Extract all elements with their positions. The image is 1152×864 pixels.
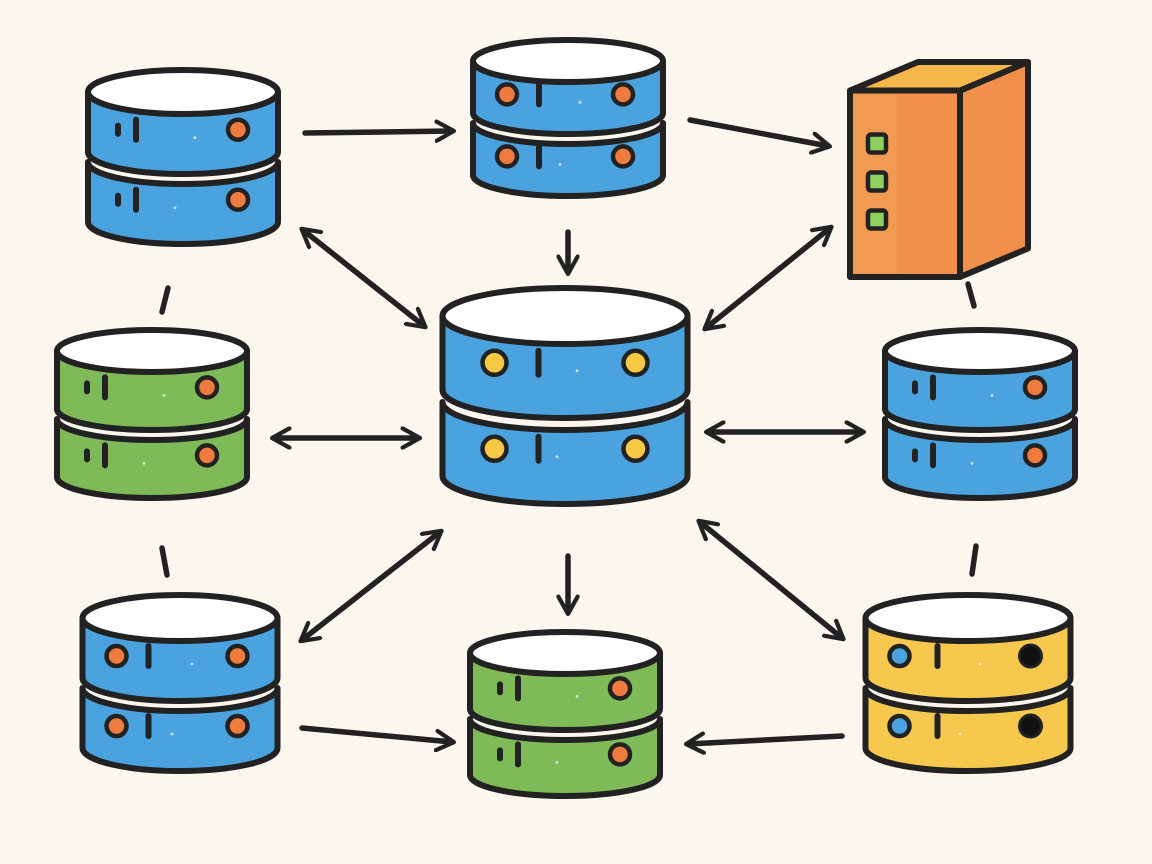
db-top-center	[470, 37, 666, 199]
connections-layer	[159, 117, 979, 744]
status-led	[104, 643, 129, 669]
disk-top	[467, 629, 663, 677]
database-icon	[439, 285, 691, 507]
disk-lower	[882, 416, 1078, 501]
status-led	[194, 443, 220, 468]
status-led	[480, 434, 509, 464]
link-line-db-mid-right-to-db-bottom-right	[969, 543, 979, 577]
db-bottom-left	[79, 592, 281, 774]
disk-lower	[862, 685, 1074, 774]
disk-top	[439, 285, 691, 347]
sparkle	[970, 461, 974, 465]
status-led	[494, 82, 520, 107]
database-icon	[54, 327, 250, 501]
db-top-left	[85, 67, 281, 247]
sparkle	[173, 206, 177, 210]
link-line-server-top-right-to-db-mid-right	[965, 281, 977, 309]
disk-top	[85, 67, 281, 117]
arrow-db-top-left-to-db-top-center	[302, 131, 452, 133]
disk-lower	[54, 416, 250, 501]
status-led	[225, 187, 251, 212]
sparkle	[162, 393, 166, 397]
status-led	[1018, 643, 1043, 669]
sparkle	[170, 732, 174, 736]
arrow-db-top-center-to-server-top-right	[687, 117, 828, 146]
db-mid-left	[54, 327, 250, 501]
status-led	[480, 348, 509, 378]
status-led	[607, 676, 633, 701]
sparkle	[575, 694, 579, 698]
nodes-layer	[54, 37, 1078, 799]
status-led	[225, 117, 251, 142]
status-led	[865, 132, 889, 155]
sparkle	[142, 461, 146, 465]
sparkle	[190, 662, 194, 666]
status-led	[865, 170, 889, 193]
sparkle	[990, 393, 994, 397]
arrow-db-bottom-right-to-db-bottom-center	[688, 736, 845, 744]
disk-top	[470, 37, 666, 85]
arrow-db-bottom-left-to-db-center-hub	[302, 532, 440, 640]
sparkle	[978, 662, 982, 666]
disk-lower	[470, 120, 666, 199]
arrow-db-center-hub-to-db-bottom-right	[700, 522, 842, 638]
server-side-face	[957, 59, 1031, 280]
sparkle	[555, 455, 559, 459]
disk-lower	[79, 685, 281, 774]
sparkle	[555, 760, 559, 764]
disk-top	[79, 592, 281, 644]
status-led	[607, 742, 633, 767]
sparkle	[193, 136, 197, 140]
disk-top	[862, 592, 1074, 644]
link-line-db-top-left-to-db-mid-left	[159, 285, 171, 315]
status-led	[225, 713, 250, 739]
status-led	[1022, 375, 1048, 400]
database-icon	[470, 37, 666, 199]
status-led	[887, 643, 912, 669]
status-led	[610, 144, 636, 169]
sparkle	[958, 732, 962, 736]
link-line-db-mid-left-to-db-bottom-left	[159, 545, 170, 578]
disk-top	[54, 327, 250, 375]
status-led	[1022, 443, 1048, 468]
server-top-right	[847, 59, 1031, 280]
status-led	[887, 713, 912, 739]
sparkle	[578, 100, 582, 104]
status-led	[225, 643, 250, 669]
disk-lower	[439, 399, 691, 507]
arrow-server-top-right-to-db-center-hub	[706, 228, 830, 328]
status-led	[494, 144, 520, 169]
disk-lower	[85, 159, 281, 247]
status-led	[865, 208, 889, 231]
arrow-db-bottom-left-to-db-bottom-center	[299, 725, 452, 742]
db-bottom-right	[862, 592, 1074, 774]
sparkle	[558, 162, 562, 166]
status-led	[104, 713, 129, 739]
db-mid-right	[882, 327, 1078, 501]
status-led	[194, 375, 220, 400]
database-icon	[79, 592, 281, 774]
sparkle	[575, 369, 579, 373]
status-led	[621, 434, 650, 464]
disk-lower	[467, 716, 663, 799]
status-led	[1018, 713, 1043, 739]
db-bottom-center	[467, 629, 663, 799]
disk-top	[882, 327, 1078, 375]
database-icon	[85, 67, 281, 247]
database-icon	[467, 629, 663, 799]
status-led	[610, 82, 636, 107]
server-icon	[847, 59, 1031, 280]
database-icon	[882, 327, 1078, 501]
arrow-db-top-left-to-db-center-hub	[303, 230, 424, 326]
db-center-hub	[439, 285, 691, 507]
database-icon	[862, 592, 1074, 774]
status-led	[621, 348, 650, 378]
